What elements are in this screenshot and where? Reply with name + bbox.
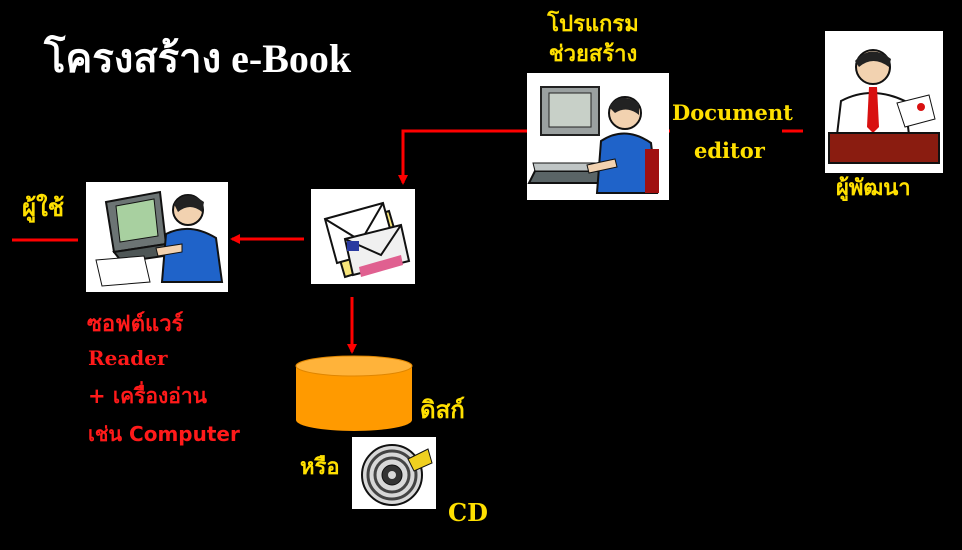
program-person-image — [527, 73, 669, 200]
program-label: โปรแกรม ช่วยสร้าง — [537, 10, 649, 70]
program-label-line1: โปรแกรม — [547, 12, 639, 37]
reader-person-image — [86, 182, 228, 292]
user-label: ผู้ใช้ — [22, 194, 65, 222]
software-label: ซอฟต์แวร์ — [87, 312, 184, 337]
cd-label: CD — [448, 498, 488, 527]
editor-label: editor — [694, 138, 765, 163]
plus-device-label: + เครื่องอ่าน — [88, 384, 208, 408]
page-title: โครงสร้าง e-Book — [44, 36, 352, 81]
program-label-line2: ช่วยสร้าง — [548, 42, 638, 67]
cd-icon — [352, 437, 436, 509]
or-label: หรือ — [300, 455, 340, 480]
arrow-program-to-document — [398, 129, 530, 185]
reader-label: Reader — [88, 346, 168, 370]
disk-icon — [295, 355, 413, 431]
developer-label: ผู้พัฒนา — [836, 176, 911, 201]
such-as-computer-label: เช่น Computer — [88, 422, 240, 446]
documents-image — [311, 189, 415, 284]
developer-image — [825, 31, 943, 173]
disk-label: ดิสก์ — [420, 396, 465, 424]
document-label: Document — [672, 100, 793, 125]
